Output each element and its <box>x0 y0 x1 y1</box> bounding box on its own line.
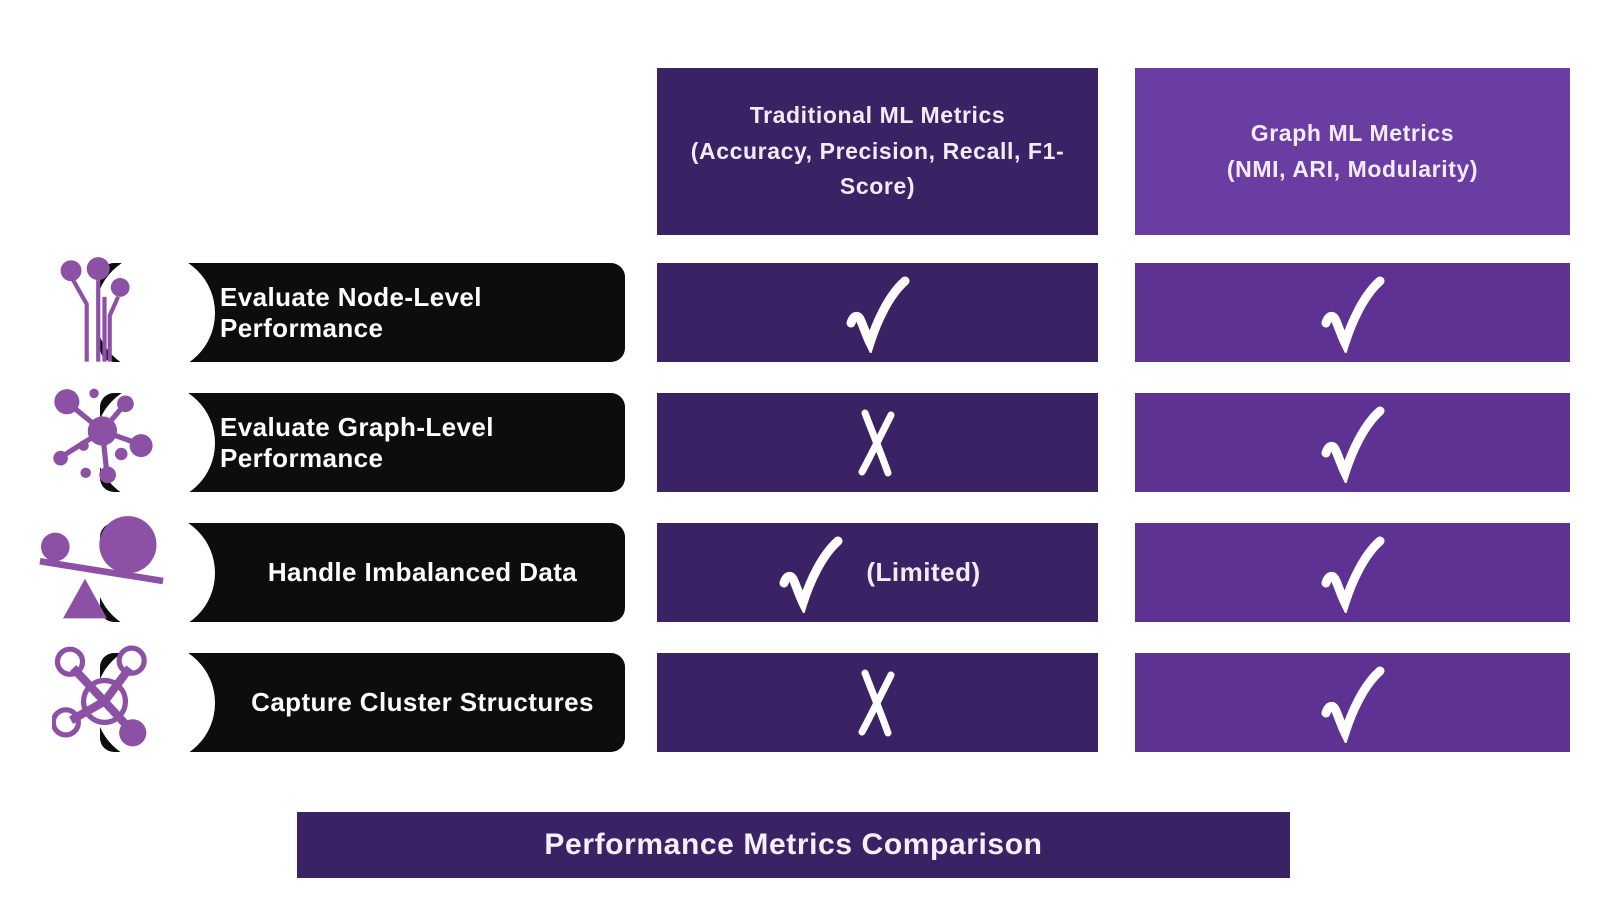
chart-title: Performance Metrics Comparison <box>544 828 1043 861</box>
row-label: Capture Cluster Structures <box>251 687 594 717</box>
cluster-icon <box>50 645 157 765</box>
network-hub-icon <box>52 385 157 505</box>
matrix-cell-traditional <box>657 393 1098 492</box>
check-icon <box>1321 276 1384 353</box>
matrix-cell-traditional: (Limited) <box>657 523 1098 622</box>
cell-note: (Limited) <box>866 557 981 587</box>
x-icon <box>858 669 894 736</box>
row-label: Evaluate Graph-Level Performance <box>220 411 494 473</box>
chart-title-bar: Performance Metrics Comparison <box>297 812 1290 878</box>
check-icon <box>846 276 909 353</box>
column-header-traditional: Traditional ML Metrics (Accuracy, Precis… <box>657 68 1098 235</box>
node-pins-icon <box>52 255 157 375</box>
column-title: Graph ML Metrics <box>1250 119 1455 146</box>
matrix-cell-graph <box>1135 523 1570 622</box>
row-label: Handle Imbalanced Data <box>267 557 578 587</box>
column-title: Traditional ML Metrics <box>749 102 1006 129</box>
feature-row-imbalanced-data: Handle Imbalanced Data (Limited) <box>0 513 1600 633</box>
icon-notch <box>95 383 215 503</box>
check-icon <box>1321 406 1384 483</box>
column-header-graph: Graph ML Metrics (NMI, ARI, Modularity) <box>1135 68 1570 235</box>
feature-row-cluster-structures: Capture Cluster Structures <box>0 643 1600 763</box>
feature-row-graph-level: Evaluate Graph-Level Performance <box>0 383 1600 503</box>
check-icon <box>1321 666 1384 743</box>
matrix-cell-traditional <box>657 263 1098 362</box>
check-icon <box>779 536 843 613</box>
matrix-cell-graph <box>1135 393 1570 492</box>
matrix-cell-graph <box>1135 263 1570 362</box>
row-label: Evaluate Node-Level Performance <box>220 281 482 343</box>
feature-row-node-level: Evaluate Node-Level Performance <box>0 253 1600 373</box>
column-subtitle: (Accuracy, Precision, Recall, F1-Score) <box>690 137 1065 200</box>
icon-notch <box>95 253 215 373</box>
matrix-cell-graph <box>1135 653 1570 752</box>
matrix-cell-traditional <box>657 653 1098 752</box>
icon-notch <box>95 643 215 763</box>
column-subtitle: (NMI, ARI, Modularity) <box>1226 155 1479 182</box>
balance-scale-icon <box>34 515 169 630</box>
x-icon <box>858 409 894 476</box>
check-icon <box>1321 536 1384 613</box>
